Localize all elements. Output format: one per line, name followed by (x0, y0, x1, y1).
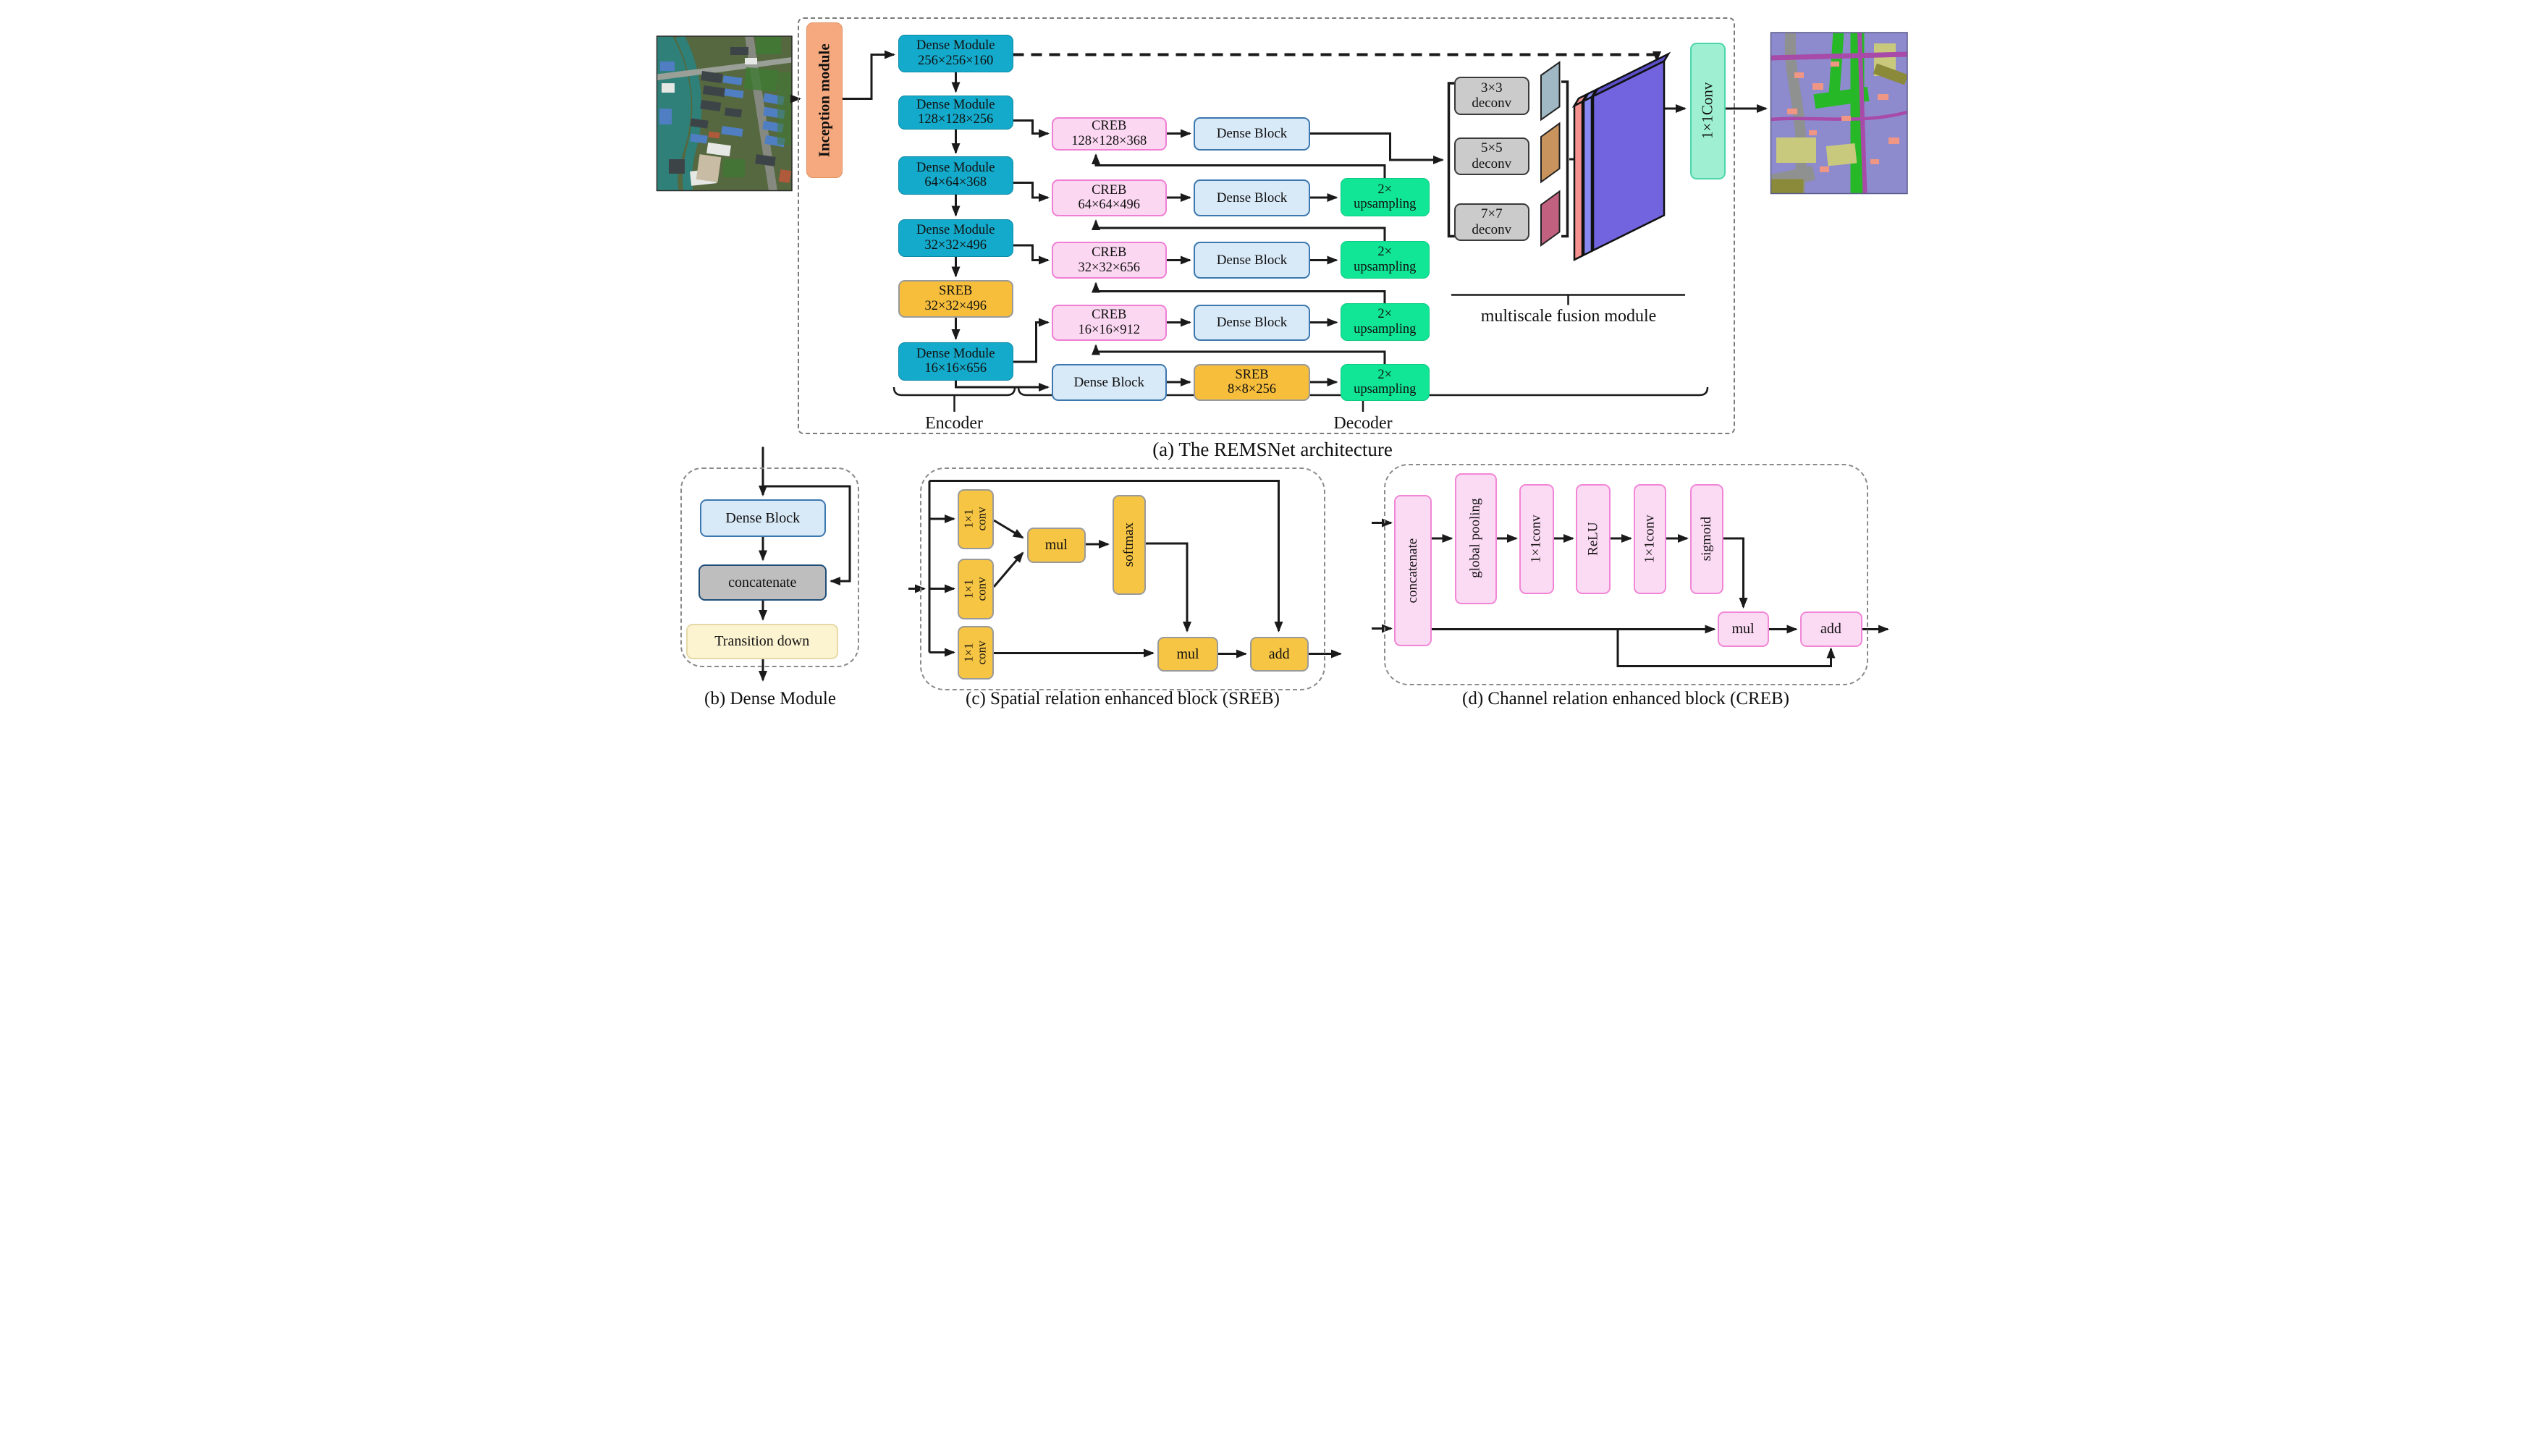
encoder-label: Encoder (925, 414, 983, 433)
creb-concatenate-node: concatenate (1394, 495, 1432, 646)
creb-conv-node: 1×1conv (1634, 483, 1666, 594)
upsampling-node: 2×upsampling (1340, 241, 1430, 279)
creb-conv-node: 1×1conv (1519, 483, 1554, 594)
dense-block-node: Dense Block (1194, 242, 1310, 279)
upsampling-node: 2×upsampling (1340, 178, 1430, 216)
architecture-panel-border (797, 17, 1735, 434)
dense-block-node: Dense Block (1194, 179, 1310, 216)
dm-concatenate-node: concatenate (698, 564, 827, 601)
upsampling-node: 2×upsampling (1340, 364, 1430, 401)
final-conv-node: 1×1Conv (1689, 42, 1726, 179)
caption-b: (b) Dense Module (704, 689, 836, 708)
fusion-module-label: multiscale fusion module (1480, 307, 1657, 326)
caption-d: (d) Channel relation enhanced block (CRE… (1462, 689, 1789, 708)
fused-feature-slab (1571, 51, 1671, 262)
sreb-add-node: add (1250, 637, 1309, 672)
sreb-panel-border (920, 467, 1325, 690)
creb-sigmoid-node: sigmoid (1690, 483, 1723, 594)
creb-global-pooling-node: global pooling (1454, 473, 1497, 604)
sreb-mul-node: mul (1026, 527, 1086, 563)
sreb-mul2-node: mul (1157, 637, 1218, 672)
sreb-softmax-node: softmax (1113, 494, 1146, 595)
creb-panel-border (1383, 464, 1868, 685)
creb-add-node: add (1799, 611, 1862, 647)
dm-transition-down-node: Transition down (685, 624, 838, 659)
caption-a: (a) The REMSNet architecture (1152, 439, 1393, 460)
input-satellite-image (657, 36, 792, 191)
dense-block-node: Dense Block (1194, 304, 1310, 341)
creb-mul-node: mul (1717, 611, 1769, 647)
connector-layer (656, 32, 1908, 682)
dense-module-panel-border (680, 467, 859, 667)
deconv-feature-slabs (1540, 61, 1561, 247)
dense-block-node: Dense Block (1052, 364, 1167, 401)
decoder-label: Decoder (1333, 414, 1393, 433)
dm-dense-block-node: Dense Block (699, 499, 826, 537)
dense-block-node: Dense Block (1194, 117, 1310, 151)
inception-module-node: Inception module (806, 22, 843, 178)
caption-c: (c) Spatial relation enhanced block (SRE… (966, 689, 1280, 708)
output-segmentation-image (1770, 33, 1907, 194)
creb-relu-node: ReLU (1576, 483, 1611, 594)
upsampling-node: 2×upsampling (1340, 303, 1430, 341)
